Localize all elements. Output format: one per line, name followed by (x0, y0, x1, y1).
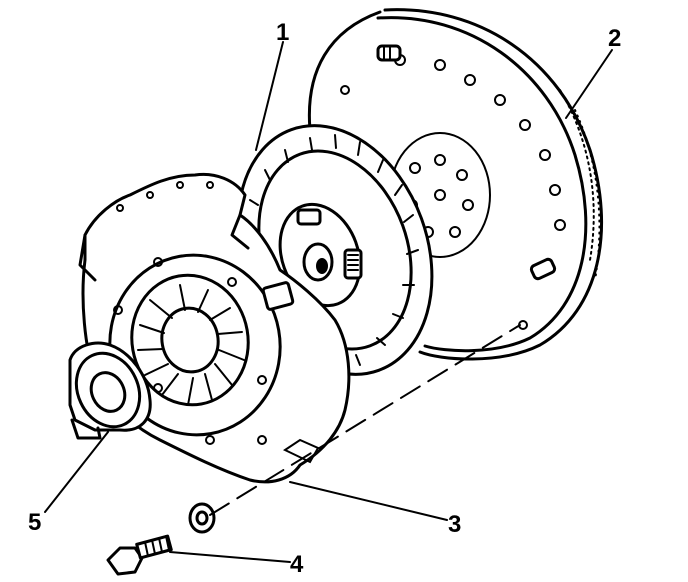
callout-1: 1 (276, 19, 289, 46)
dowel-pin-bottom (529, 257, 557, 281)
callout-2: 2 (608, 25, 621, 52)
dowel-pin-top (376, 44, 402, 62)
leader-lines (44, 41, 613, 563)
cover-rivet-row (116, 181, 214, 212)
callout-5: 5 (28, 509, 41, 536)
bolt (106, 534, 173, 576)
flywheel-bolt-holes (340, 54, 566, 231)
callout-4: 4 (290, 551, 304, 578)
damper-spring (347, 254, 359, 271)
flywheel (307, 8, 604, 361)
disc-friction-rivets (249, 134, 419, 366)
callout-3: 3 (448, 511, 461, 538)
washer (188, 502, 216, 534)
release-bearing (68, 341, 152, 440)
diaphragm-spring (130, 273, 250, 407)
assembly-axis-line (209, 324, 521, 516)
